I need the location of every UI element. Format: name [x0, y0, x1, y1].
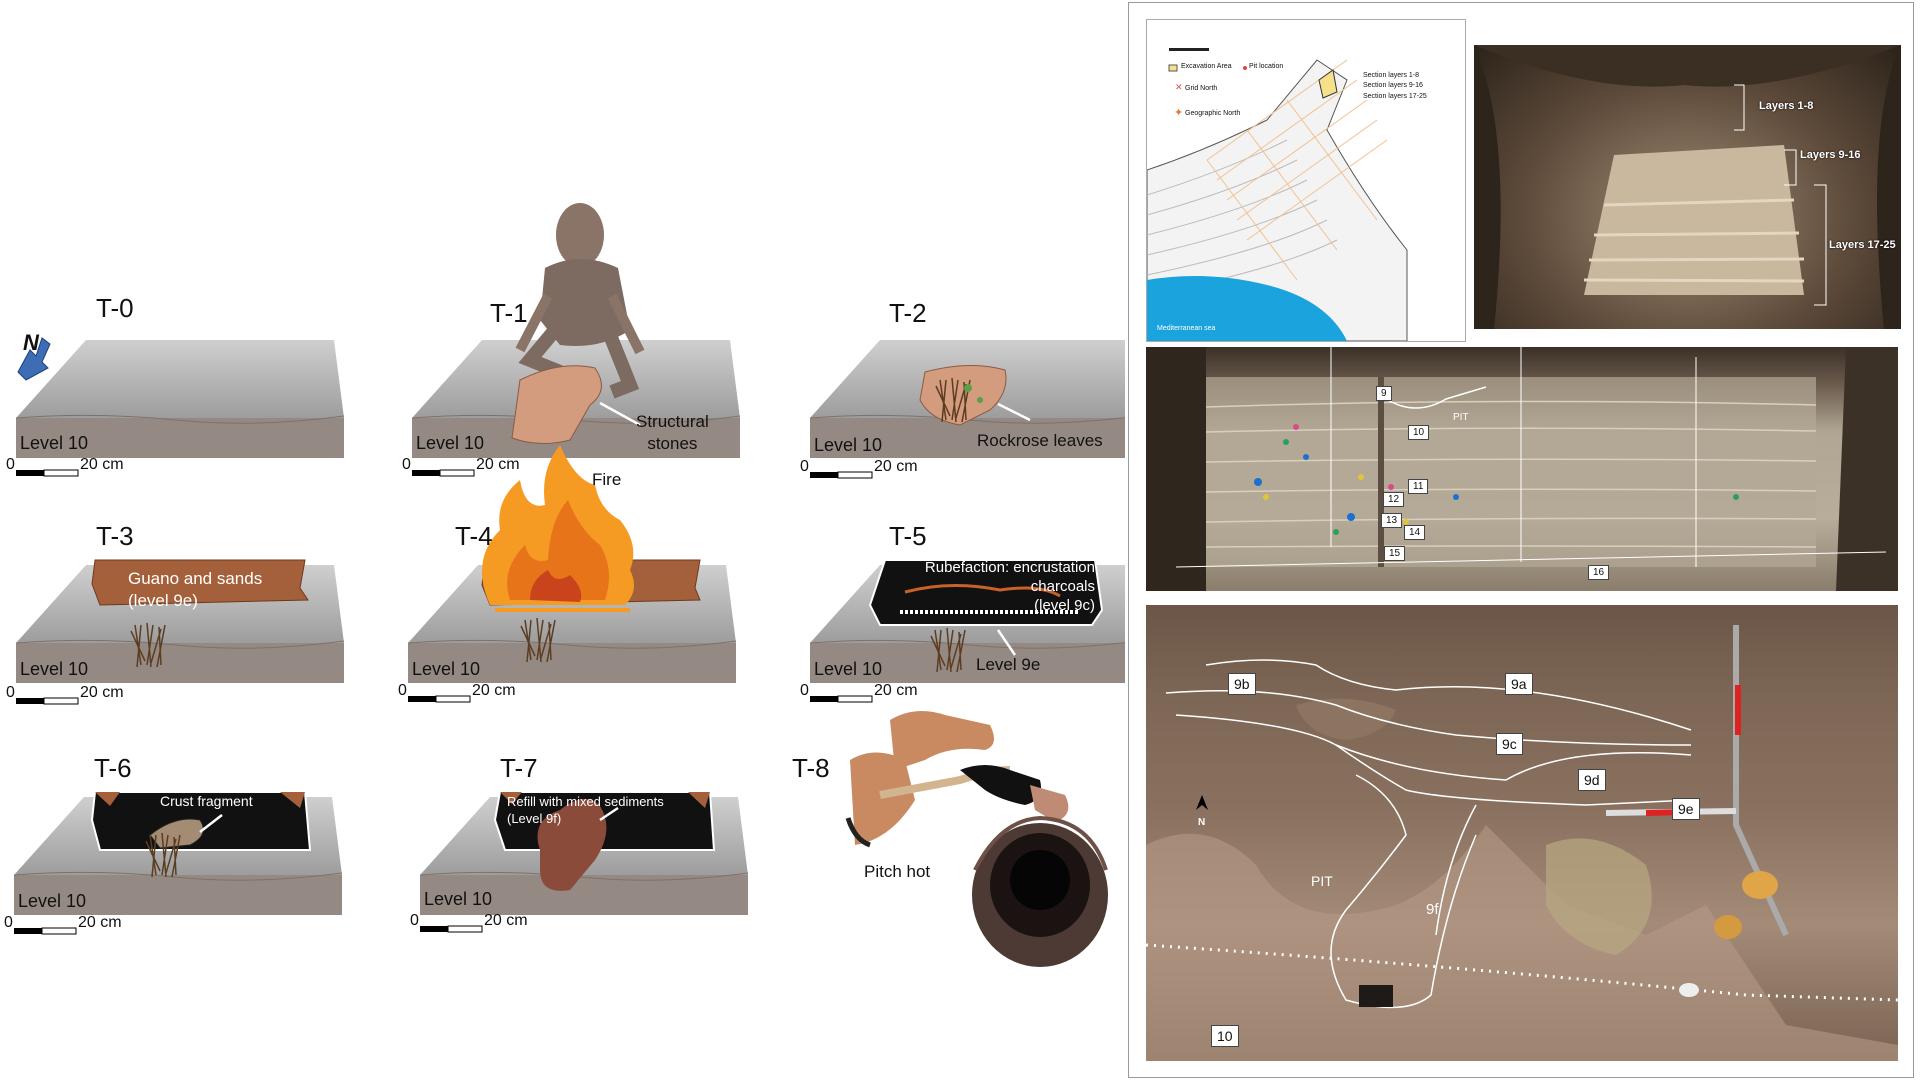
scale-len-t3: 20 cm — [80, 684, 124, 701]
section-tag-14: 14 — [1404, 525, 1426, 540]
pit-tag-9d: 9d — [1578, 769, 1606, 791]
scale-zero-t7: 0 — [410, 912, 419, 929]
stage-t7-label: T-7 — [500, 753, 538, 783]
stage-t1-label: T-1 — [490, 298, 528, 328]
section-pit-label: PIT — [1453, 412, 1469, 423]
map-sea-label: Mediterranean sea — [1157, 325, 1216, 332]
pit-tag-9a: 9a — [1505, 673, 1533, 695]
section-tag-15: 15 — [1384, 546, 1406, 561]
guano-layer — [91, 559, 309, 606]
stage-t3-label: T-3 — [96, 521, 134, 551]
section-tag-10: 10 — [1408, 425, 1430, 440]
structural-stones — [511, 365, 602, 444]
north-label: N — [23, 330, 39, 355]
scale-zero-t3: 0 — [6, 684, 15, 701]
level-label-t3: Level 10 — [20, 659, 89, 679]
scale-zero-t5: 0 — [800, 682, 809, 699]
stage-t4-label: T-4 — [455, 521, 493, 551]
svg-text:✦: ✦ — [1174, 107, 1183, 119]
pit-tag-9f: 9f — [1426, 901, 1439, 918]
stage-t0-label: T-0 — [96, 293, 134, 323]
annotation-guano: Guano and sands (level 9e) — [128, 569, 263, 610]
level-label-t1: Level 10 — [416, 433, 485, 453]
stage-t8-label: T-8 — [792, 753, 830, 783]
section-tag-13: 13 — [1381, 513, 1403, 528]
right-panel: ✕ ✦ Excavation Area Pit location Grid No… — [1128, 2, 1914, 1078]
scale-zero-t1: 0 — [402, 456, 411, 473]
section-tag-16: 16 — [1588, 565, 1610, 580]
scale-len-t0: 20 cm — [80, 456, 124, 473]
level-label-t0: Level 10 — [20, 433, 89, 453]
refill-pit — [537, 798, 607, 891]
scale-zero-t6: 0 — [4, 914, 13, 931]
stage-t6-label: T-6 — [94, 753, 132, 783]
annotation-pitch-hot: Pitch hot — [864, 862, 931, 881]
stage-t2-label: T-2 — [889, 298, 927, 328]
fungus-bowl — [972, 815, 1108, 967]
level-label-t7: Level 10 — [424, 889, 493, 909]
annotation-level-9e: Level 9e — [976, 655, 1041, 674]
pit-tag-9b: 9b — [1228, 673, 1256, 695]
level-label-t5: Level 10 — [814, 659, 883, 679]
scale-zero-t2: 0 — [800, 458, 809, 475]
pit-tag-9c: 9c — [1496, 733, 1523, 755]
pit-photo-north-label: N — [1198, 817, 1206, 828]
map-legend-excavation: Excavation Area — [1181, 63, 1232, 70]
north-arrow-icon — [17, 337, 51, 381]
scale-len-t2: 20 cm — [874, 458, 918, 475]
annotation-crust-fragment: Crust fragment — [160, 793, 253, 809]
scale-len-t1: 20 cm — [476, 456, 520, 473]
crust-layer — [868, 559, 1104, 626]
scale-len-t7: 20 cm — [484, 912, 528, 929]
level-label-t6: Level 10 — [18, 891, 87, 911]
map-section-2: Section layers 9-16 — [1363, 82, 1423, 89]
map-section-1: Section layers 1-8 — [1363, 72, 1420, 79]
pit-photo: 9b 9a 9c 9d 9e 9f 10 PIT N — [1146, 605, 1898, 1061]
annotation-structural-stones: Structural stones — [636, 412, 709, 453]
scale-zero-t0: 0 — [6, 456, 15, 473]
annotation-refill: Refill with mixed sediments (Level 9f) — [507, 794, 664, 826]
stage-t5-label: T-5 — [889, 521, 927, 551]
section-tag-9: 9 — [1376, 386, 1392, 401]
scale-len-t4: 20 cm — [472, 682, 516, 699]
person-figure — [515, 203, 645, 399]
section-tag-11: 11 — [1408, 479, 1429, 494]
map-legend-grid-north: Grid North — [1185, 85, 1218, 92]
pit-tag-10: 10 — [1211, 1025, 1239, 1047]
annotation-fire: Fire — [592, 470, 622, 489]
section-tag-12: 12 — [1383, 492, 1405, 507]
cave-label-3: Layers 17-25 — [1829, 239, 1896, 251]
scale-len-t5: 20 cm — [874, 682, 918, 699]
sequence-drawings — [13, 203, 1125, 967]
pitch-tool-illustration — [845, 711, 1069, 848]
map-legend-geo-north: Geographic North — [1185, 110, 1241, 117]
pit-tag-9e: 9e — [1672, 798, 1700, 820]
scale-len-t6: 20 cm — [78, 914, 122, 931]
map-section-3: Section layers 17-25 — [1363, 93, 1427, 100]
map-legend-pit: Pit location — [1249, 63, 1284, 70]
cave-label-2: Layers 9-16 — [1800, 149, 1861, 161]
pit-photo-pit-label: PIT — [1311, 873, 1333, 889]
section-photo: 9 PIT 10 11 12 13 14 15 16 — [1146, 347, 1898, 591]
level-label-t4: Level 10 — [412, 659, 481, 679]
site-map: ✕ ✦ Excavation Area Pit location Grid No… — [1146, 19, 1466, 342]
scale-zero-t4: 0 — [398, 682, 407, 699]
fire-icon — [482, 445, 634, 612]
annotation-rubefaction: Rubefaction: encrustation charcoals (lev… — [924, 559, 1095, 614]
annotation-rockrose-leaves: Rockrose leaves — [977, 431, 1103, 450]
cave-photo: Layers 1-8 Layers 9-16 Layers 17-25 — [1474, 45, 1901, 329]
svg-text:✕: ✕ — [1175, 82, 1183, 92]
cave-label-1: Layers 1-8 — [1759, 100, 1814, 112]
level-label-t2: Level 10 — [814, 435, 883, 455]
